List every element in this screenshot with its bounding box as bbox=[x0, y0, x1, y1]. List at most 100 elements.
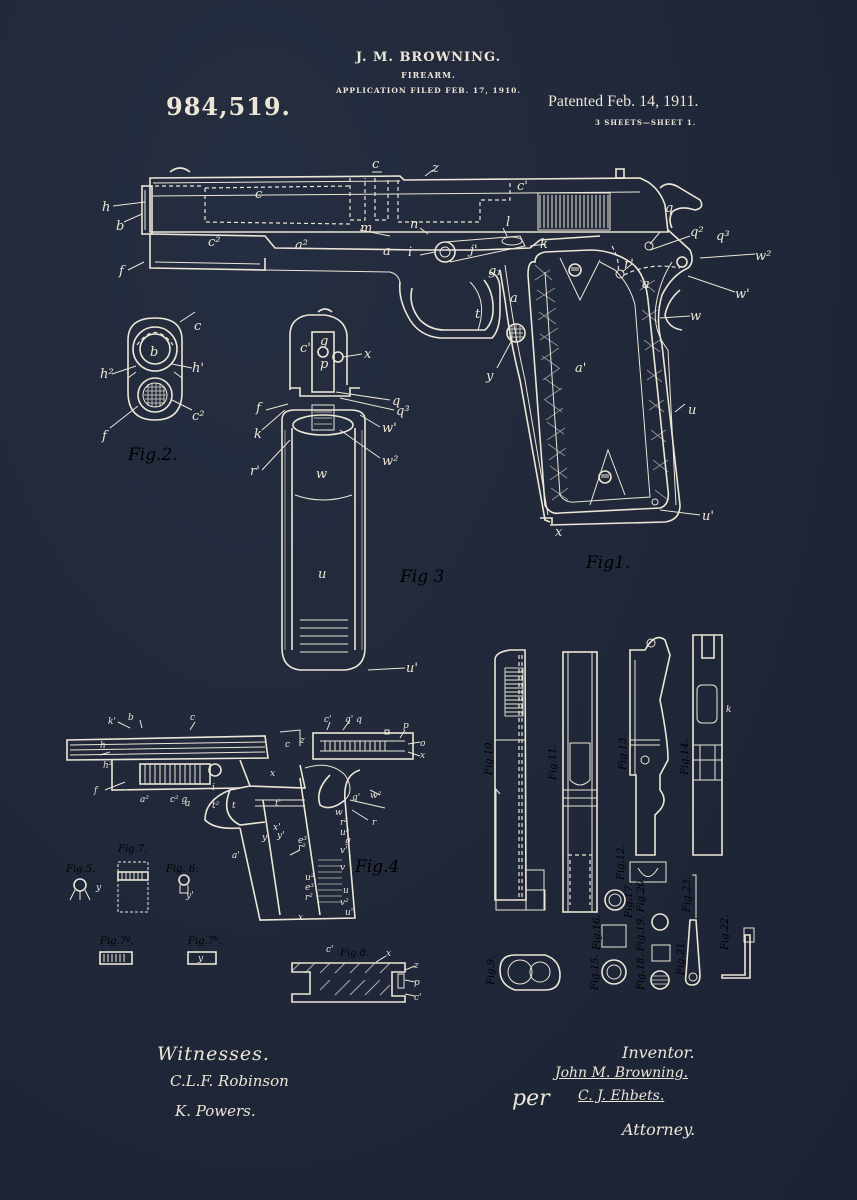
svg-text:q: q bbox=[665, 201, 673, 216]
svg-text:a²: a² bbox=[295, 238, 308, 253]
fig3-rear-view: c' g p x q q³ w' w² f k r' w u u' Fig 3 bbox=[250, 308, 444, 676]
svg-text:Fig.22.: Fig.22. bbox=[720, 914, 731, 951]
svg-text:y: y bbox=[95, 883, 102, 893]
svg-text:a: a bbox=[185, 799, 190, 809]
svg-text:h: h bbox=[102, 200, 110, 215]
svg-text:u': u' bbox=[345, 908, 353, 918]
svg-text:Fig.17.: Fig.17. bbox=[624, 882, 635, 919]
fig4-label: Fig.4 bbox=[354, 857, 399, 877]
svg-text:Fig.7ª.: Fig.7ª. bbox=[99, 936, 134, 947]
fig8-detail: Fig.8. c' xz pc' bbox=[291, 945, 422, 1003]
patent-title: FIREARM. bbox=[401, 70, 456, 80]
witnesses-heading: Witnesses. bbox=[157, 1043, 270, 1065]
svg-text:v²: v² bbox=[340, 898, 349, 908]
svg-text:n: n bbox=[410, 217, 418, 232]
svg-text:r': r' bbox=[624, 257, 634, 272]
svg-text:a: a bbox=[383, 244, 391, 259]
svg-text:c': c' bbox=[517, 179, 528, 194]
svg-text:o: o bbox=[420, 739, 426, 749]
svg-text:Fig.11.: Fig.11. bbox=[548, 744, 559, 781]
patent-number: 984,519. bbox=[166, 92, 291, 121]
svg-text:k': k' bbox=[108, 717, 116, 727]
svg-text:x: x bbox=[270, 769, 275, 779]
svg-text:k: k bbox=[540, 237, 548, 252]
svg-text:Fig.13.: Fig.13. bbox=[618, 734, 629, 771]
svg-text:t: t bbox=[475, 307, 481, 322]
svg-text:a: a bbox=[510, 291, 518, 306]
svg-text:Fig.16.: Fig.16. bbox=[592, 914, 603, 951]
svg-text:c²: c² bbox=[192, 409, 205, 424]
svg-text:t: t bbox=[232, 801, 236, 811]
fig2-label: Fig.2. bbox=[127, 445, 178, 465]
svg-text:w: w bbox=[316, 467, 327, 482]
svg-text:c': c' bbox=[324, 715, 332, 725]
svg-text:q²: q² bbox=[690, 225, 704, 240]
svg-text:Fig.7.: Fig.7. bbox=[117, 844, 147, 855]
svg-text:w²: w² bbox=[382, 454, 398, 469]
svg-text:u: u bbox=[318, 567, 326, 582]
svg-text:c': c' bbox=[300, 341, 311, 356]
svg-text:p: p bbox=[320, 357, 329, 372]
svg-text:c² g: c² g bbox=[170, 795, 188, 805]
svg-text:c: c bbox=[372, 157, 380, 172]
svg-text:f: f bbox=[101, 429, 109, 444]
svg-text:c': c' bbox=[326, 945, 334, 955]
svg-text:Fig.10.: Fig.10. bbox=[484, 739, 495, 776]
svg-text:h²: h² bbox=[103, 761, 113, 771]
svg-text:y: y bbox=[261, 833, 268, 843]
svg-text:q' q: q' q bbox=[345, 715, 362, 725]
svg-text:w²: w² bbox=[370, 791, 382, 801]
svg-text:q³: q³ bbox=[396, 404, 410, 419]
svg-text:c: c bbox=[255, 187, 263, 202]
svg-text:x: x bbox=[364, 347, 372, 362]
svg-text:w: w bbox=[335, 808, 343, 818]
svg-text:b: b bbox=[150, 345, 158, 360]
fig9-23-small-parts: Fig.9. Fig.12. Fig.17. Fig.16. Fig.15. F… bbox=[486, 844, 755, 991]
svg-text:w': w' bbox=[735, 287, 750, 302]
svg-text:a': a' bbox=[232, 851, 240, 861]
witness-1-signature: C.L.F. Robinson bbox=[170, 1072, 289, 1090]
svg-text:g: g bbox=[320, 334, 328, 349]
svg-text:r²: r² bbox=[305, 893, 313, 903]
fig5-7-details: Fig.5. Fig.7. Fig. 6. yy' Fig.7ª. Fig.7ᵇ… bbox=[65, 844, 221, 965]
svg-text:f: f bbox=[93, 786, 99, 796]
svg-text:b: b bbox=[128, 713, 134, 723]
attorney-heading: Attorney. bbox=[622, 1120, 696, 1139]
svg-text:Fig.15.: Fig.15. bbox=[590, 954, 601, 991]
svg-text:Fig.23.: Fig.23. bbox=[682, 876, 693, 913]
svg-text:x: x bbox=[420, 751, 425, 761]
svg-text:e³: e³ bbox=[305, 883, 314, 893]
svg-text:u²: u² bbox=[305, 873, 315, 883]
inventor-signature: John M. Browning. bbox=[555, 1065, 689, 1081]
svg-text:h²: h² bbox=[100, 367, 114, 382]
svg-text:x': x' bbox=[273, 823, 281, 833]
inventor-heading: Inventor. bbox=[622, 1043, 695, 1062]
svg-text:x: x bbox=[555, 525, 563, 540]
svg-text:t²: t² bbox=[212, 801, 220, 811]
svg-text:b: b bbox=[116, 219, 124, 234]
svg-text:Fig.7ᵇ.: Fig.7ᵇ. bbox=[187, 936, 221, 947]
svg-text:q: q bbox=[392, 394, 400, 409]
witness-2-signature: K. Powers. bbox=[175, 1102, 256, 1120]
svg-text:w: w bbox=[690, 309, 701, 324]
svg-text:m: m bbox=[360, 221, 372, 236]
svg-text:u: u bbox=[343, 886, 349, 896]
svg-text:z: z bbox=[413, 961, 419, 971]
svg-text:i: i bbox=[408, 245, 412, 260]
application-filed: APPLICATION FILED FEB. 17, 1910. bbox=[335, 86, 522, 95]
svg-text:u: u bbox=[688, 403, 696, 418]
svg-text:Fig.14.: Fig.14. bbox=[680, 739, 691, 776]
svg-text:k: k bbox=[254, 427, 262, 442]
svg-text:j': j' bbox=[467, 243, 478, 258]
svg-text:q': q' bbox=[352, 793, 360, 803]
svg-text:Fig.18. Fig.19. Fig.20.: Fig.18. Fig.19. Fig.20. bbox=[636, 877, 647, 991]
svg-text:a²: a² bbox=[140, 795, 149, 805]
per-label: per bbox=[512, 1086, 550, 1111]
fig3-label: Fig 3 bbox=[399, 567, 444, 587]
svg-text:c': c' bbox=[414, 993, 422, 1003]
svg-text:y': y' bbox=[185, 891, 194, 901]
sheet-count: 3 SHEETS—SHEET 1. bbox=[595, 118, 697, 127]
svg-text:p: p bbox=[403, 721, 409, 731]
svg-text:w²: w² bbox=[755, 249, 771, 264]
